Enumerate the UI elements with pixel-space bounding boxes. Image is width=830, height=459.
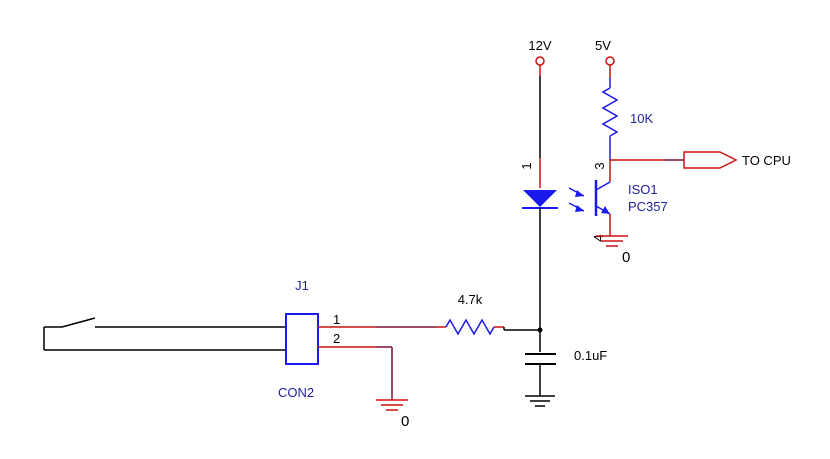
emitter-arrow-icon (601, 206, 610, 214)
capacitor-symbol: 0.1uF (525, 348, 607, 396)
opto-reference: ISO1 (628, 182, 658, 197)
switch-lever (61, 317, 96, 328)
opto-pin-1-number: 1 (519, 162, 534, 169)
power-port-5v-symbol (605, 56, 615, 66)
connector-ground-icon (376, 399, 408, 411)
capacitor-ground-icon (525, 395, 555, 407)
opto-ground-label: 0 (622, 249, 630, 266)
resistor-10k-zigzag (601, 87, 619, 137)
led-triangle-icon (523, 190, 557, 207)
resistor-10k-value: 10K (630, 111, 653, 126)
connector-reference: J1 (295, 278, 309, 293)
power-port-12v-symbol (535, 56, 545, 66)
power-label-12v: 12V (528, 38, 551, 53)
resistor-4k7-value: 4.7k (458, 292, 483, 307)
connector-ground-label: 0 (401, 413, 409, 430)
supply-12v: 12V (528, 38, 552, 76)
opto-pin-4-number: 4 (591, 234, 606, 241)
capacitor-value: 0.1uF (574, 348, 607, 363)
opto-pin-3-number: 3 (592, 162, 607, 169)
resistor-4k7-zigzag (445, 318, 495, 336)
output-port-icon (683, 151, 738, 169)
power-label-5v: 5V (595, 38, 611, 53)
output-label: TO CPU (742, 153, 791, 168)
j1-pin1-number: 1 (333, 312, 340, 327)
connector-part-number: CON2 (278, 385, 314, 400)
connector-j1-body (285, 313, 319, 365)
switch-symbol (43, 317, 286, 351)
supply-5v: 5V (595, 38, 615, 78)
opto-ground-icon (596, 235, 628, 247)
opto-part-number: PC357 (628, 199, 668, 214)
j1-pin2-number: 2 (333, 331, 340, 346)
led-symbol (522, 187, 585, 212)
phototransistor-symbol (594, 180, 611, 216)
